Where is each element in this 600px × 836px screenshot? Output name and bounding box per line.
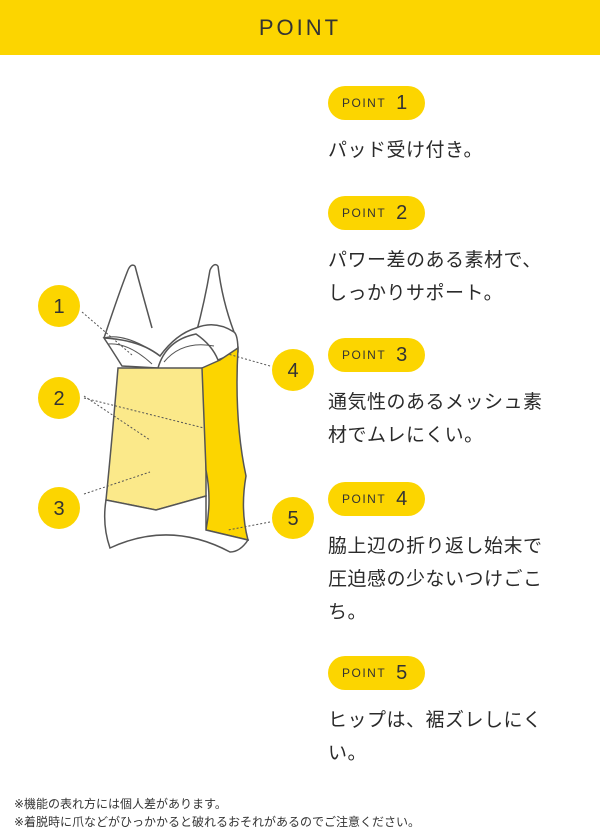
- point-badge-number: 5: [396, 661, 408, 684]
- point-description-line: ヒップは、裾ズレしにく: [328, 709, 543, 731]
- point-badge-label: POINT: [342, 492, 387, 506]
- point-badge: POINT 1: [328, 86, 426, 120]
- footnote: ※着脱時に爪などがひっかかると破れるおそれがあるのでご注意ください。: [14, 815, 421, 829]
- marker-2-label: 2: [53, 388, 64, 410]
- point-badge: POINT 2: [328, 196, 426, 230]
- point-description-line: 脇上辺の折り返し始末で: [328, 535, 543, 557]
- point-description-line: しっかりサポート。: [328, 282, 504, 304]
- marker-4: 4: [272, 349, 314, 391]
- point-badge-number: 4: [396, 487, 408, 510]
- point-description-line: い。: [328, 742, 368, 764]
- point-description-line: 通気性のあるメッシュ素: [328, 391, 543, 413]
- point-description: パワー差のある素材で、 しっかりサポート。: [328, 244, 600, 310]
- point-description-line: パワー差のある素材で、: [328, 249, 542, 271]
- point-badge-number: 1: [396, 91, 408, 114]
- point-description: 通気性のあるメッシュ素 材でムレにくい。: [328, 386, 600, 452]
- point-badge-label: POINT: [342, 348, 387, 362]
- garment-diagram-svg: 1 2 3 4 5: [38, 263, 314, 553]
- footnotes: ※機能の表れ方には個人差があります。 ※着脱時に爪などがひっかかると破れるおそれ…: [14, 795, 594, 831]
- point-badge-label: POINT: [342, 96, 387, 110]
- point-item-3: POINT 3 通気性のあるメッシュ素 材でムレにくい。: [328, 338, 600, 452]
- marker-1-label: 1: [53, 296, 64, 318]
- leader-2a: [83, 395, 151, 441]
- hip-panel: [103, 495, 250, 553]
- point-description-line: ち。: [328, 601, 368, 623]
- right-strap-top: [209, 263, 219, 271]
- marker-3: 3: [38, 487, 80, 529]
- marker-5-label: 5: [287, 508, 298, 530]
- point-badge-number: 3: [396, 343, 408, 366]
- point-badge: POINT 5: [328, 656, 426, 690]
- point-badge-number: 2: [396, 201, 408, 224]
- marker-1: 1: [38, 285, 80, 327]
- point-item-5: POINT 5 ヒップは、裾ズレしにく い。: [328, 656, 600, 770]
- point-badge-label: POINT: [342, 666, 387, 680]
- leader-4: [227, 353, 271, 367]
- footnote: ※機能の表れ方には個人差があります。: [14, 797, 227, 811]
- point-description: ヒップは、裾ズレしにく い。: [328, 704, 600, 770]
- point-description-line: パッド受け付き。: [328, 139, 484, 161]
- left-cup-line: [103, 336, 161, 357]
- body-power-panel: [105, 367, 207, 511]
- left-strap: [103, 269, 129, 339]
- point-item-1: POINT 1 パッド受け付き。: [328, 86, 600, 167]
- marker-3-label: 3: [53, 498, 64, 520]
- right-strap-outer: [217, 265, 235, 333]
- point-description: パッド受け付き。: [328, 134, 600, 167]
- garment-illustration: 1 2 3 4 5: [0, 230, 330, 570]
- point-item-4: POINT 4 脇上辺の折り返し始末で 圧迫感の少ないつけごこ ち。: [328, 482, 600, 629]
- point-badge: POINT 3: [328, 338, 426, 372]
- left-strap-top: [127, 264, 136, 271]
- header-bar: POINT: [0, 0, 600, 55]
- point-badge: POINT 4: [328, 482, 426, 516]
- left-strap-inner: [134, 265, 153, 329]
- point-item-2: POINT 2 パワー差のある素材で、 しっかりサポート。: [328, 196, 600, 310]
- right-cup-seam: [163, 344, 215, 363]
- side-panel: [201, 346, 250, 542]
- marker-5: 5: [272, 497, 314, 539]
- point-badge-label: POINT: [342, 206, 387, 220]
- point-description: 脇上辺の折り返し始末で 圧迫感の少ないつけごこ ち。: [328, 530, 600, 629]
- left-cup-seam: [107, 343, 153, 365]
- leader-3: [83, 471, 151, 495]
- page-title: POINT: [258, 14, 342, 40]
- leader-2b: [83, 397, 205, 429]
- point-description-line: 圧迫感の少ないつけごこ: [328, 568, 543, 590]
- marker-2: 2: [38, 377, 80, 419]
- leader-5: [227, 521, 271, 531]
- leader-1: [81, 311, 133, 356]
- point-description-line: 材でムレにくい。: [328, 424, 484, 446]
- marker-4-label: 4: [287, 360, 298, 382]
